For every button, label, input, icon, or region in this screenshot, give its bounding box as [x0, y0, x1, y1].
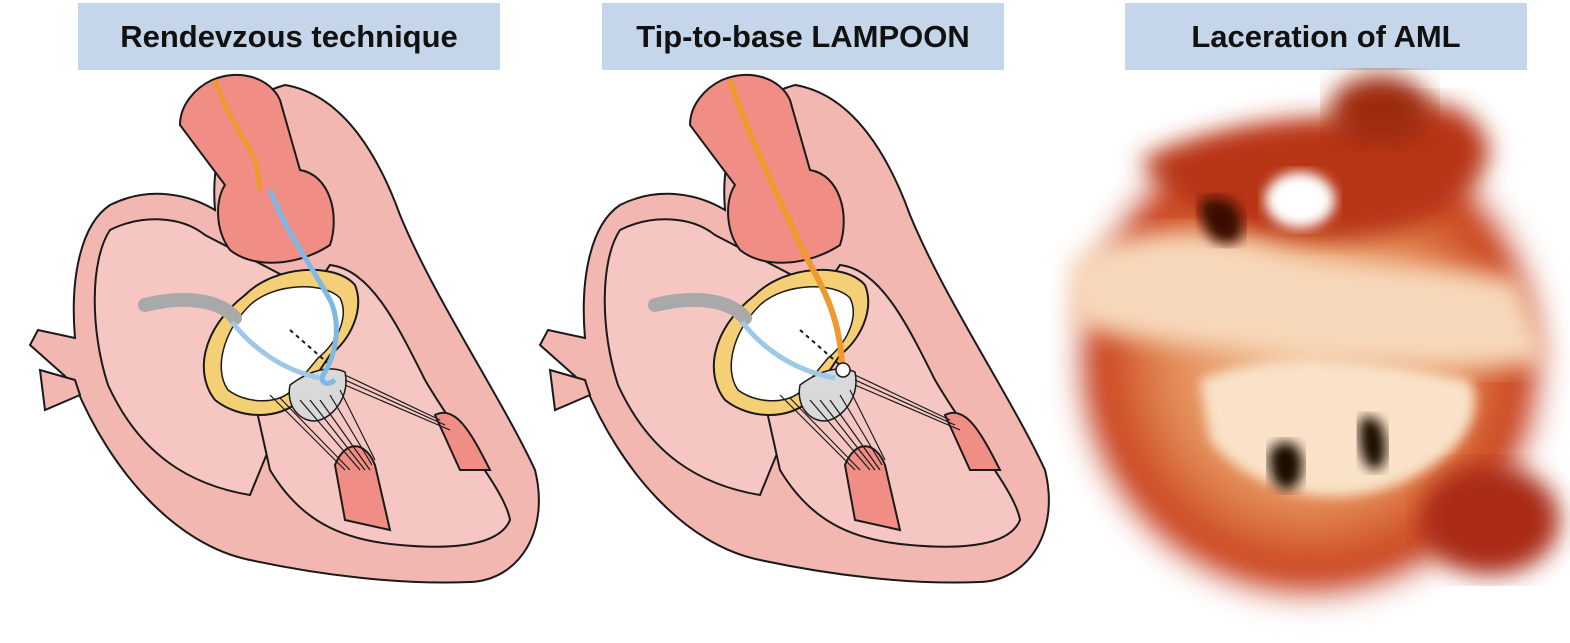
catheter-tip	[835, 362, 851, 378]
blue-catheter	[230, 320, 321, 381]
gray-catheter	[138, 292, 242, 325]
heart-diagram-lampoon	[538, 73, 1050, 584]
papillary-muscle-lateral	[433, 412, 492, 471]
panel-lampoon: Tip-to-base LAMPOON	[510, 0, 1050, 643]
vessel-stub	[548, 368, 592, 412]
heart-illustration	[28, 73, 540, 584]
laceration-path-dashed	[289, 329, 331, 366]
orange-guide-catheter	[727, 79, 845, 366]
orange-guidewire	[212, 79, 263, 191]
heart-diagram-rendezvous	[28, 73, 540, 584]
panel-laceration: Laceration of AML	[1050, 0, 1570, 643]
echo-texture	[1055, 75, 1565, 620]
echo-3d-image	[1055, 75, 1565, 620]
chordae-tendineae	[779, 374, 961, 471]
papillary-muscle-lateral	[943, 412, 1002, 471]
blue-catheter	[740, 320, 836, 381]
heart-illustration	[538, 73, 1050, 584]
chordae-tendineae	[269, 374, 451, 471]
blue-snare-catheter	[267, 189, 339, 386]
gray-catheter	[648, 292, 752, 325]
panel-title-lampoon: Tip-to-base LAMPOON	[602, 3, 1004, 70]
panel-title-laceration: Laceration of AML	[1125, 3, 1527, 70]
panel-rendezvous: Rendevzous technique	[0, 0, 540, 643]
vessel-stub	[38, 368, 82, 412]
panel-title-rendezvous: Rendevzous technique	[78, 3, 500, 70]
laceration-path-dashed	[799, 329, 841, 366]
anterior-leaflet	[798, 368, 857, 422]
